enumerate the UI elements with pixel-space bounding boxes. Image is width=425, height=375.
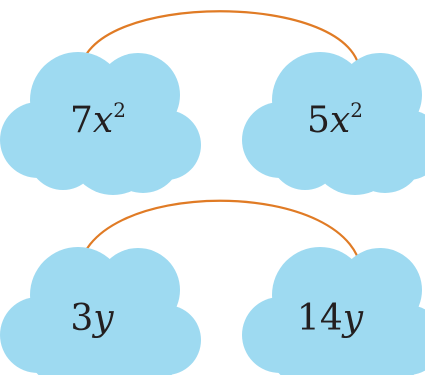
- term-1-right: 5x2: [307, 98, 363, 141]
- exponent: 2: [113, 98, 126, 122]
- variable: y: [341, 298, 364, 339]
- exponent: 2: [350, 98, 363, 122]
- cloud-2-right: 14y: [242, 247, 425, 375]
- cloud-1-right: 5x2: [242, 52, 425, 195]
- cloud-2-left: 3y: [0, 247, 201, 375]
- coefficient: 14: [297, 298, 343, 339]
- term-2-right: 14y: [297, 298, 364, 339]
- cloud-1-left: 7x2: [0, 52, 201, 195]
- coefficient: 7: [70, 100, 93, 141]
- term-1-left: 7x2: [70, 98, 126, 141]
- coefficient: 5: [307, 100, 330, 141]
- term-2-left: 3y: [70, 298, 114, 339]
- term-pair-2: 3y 14y: [0, 199, 425, 375]
- connector-arc-1: [78, 10, 362, 76]
- variable: x: [330, 100, 350, 141]
- term-pair-1: 7x2 5x2: [0, 10, 425, 195]
- variable: y: [91, 298, 114, 339]
- coefficient: 3: [70, 298, 93, 339]
- connector-arc-2: [76, 199, 364, 279]
- variable: x: [93, 100, 113, 141]
